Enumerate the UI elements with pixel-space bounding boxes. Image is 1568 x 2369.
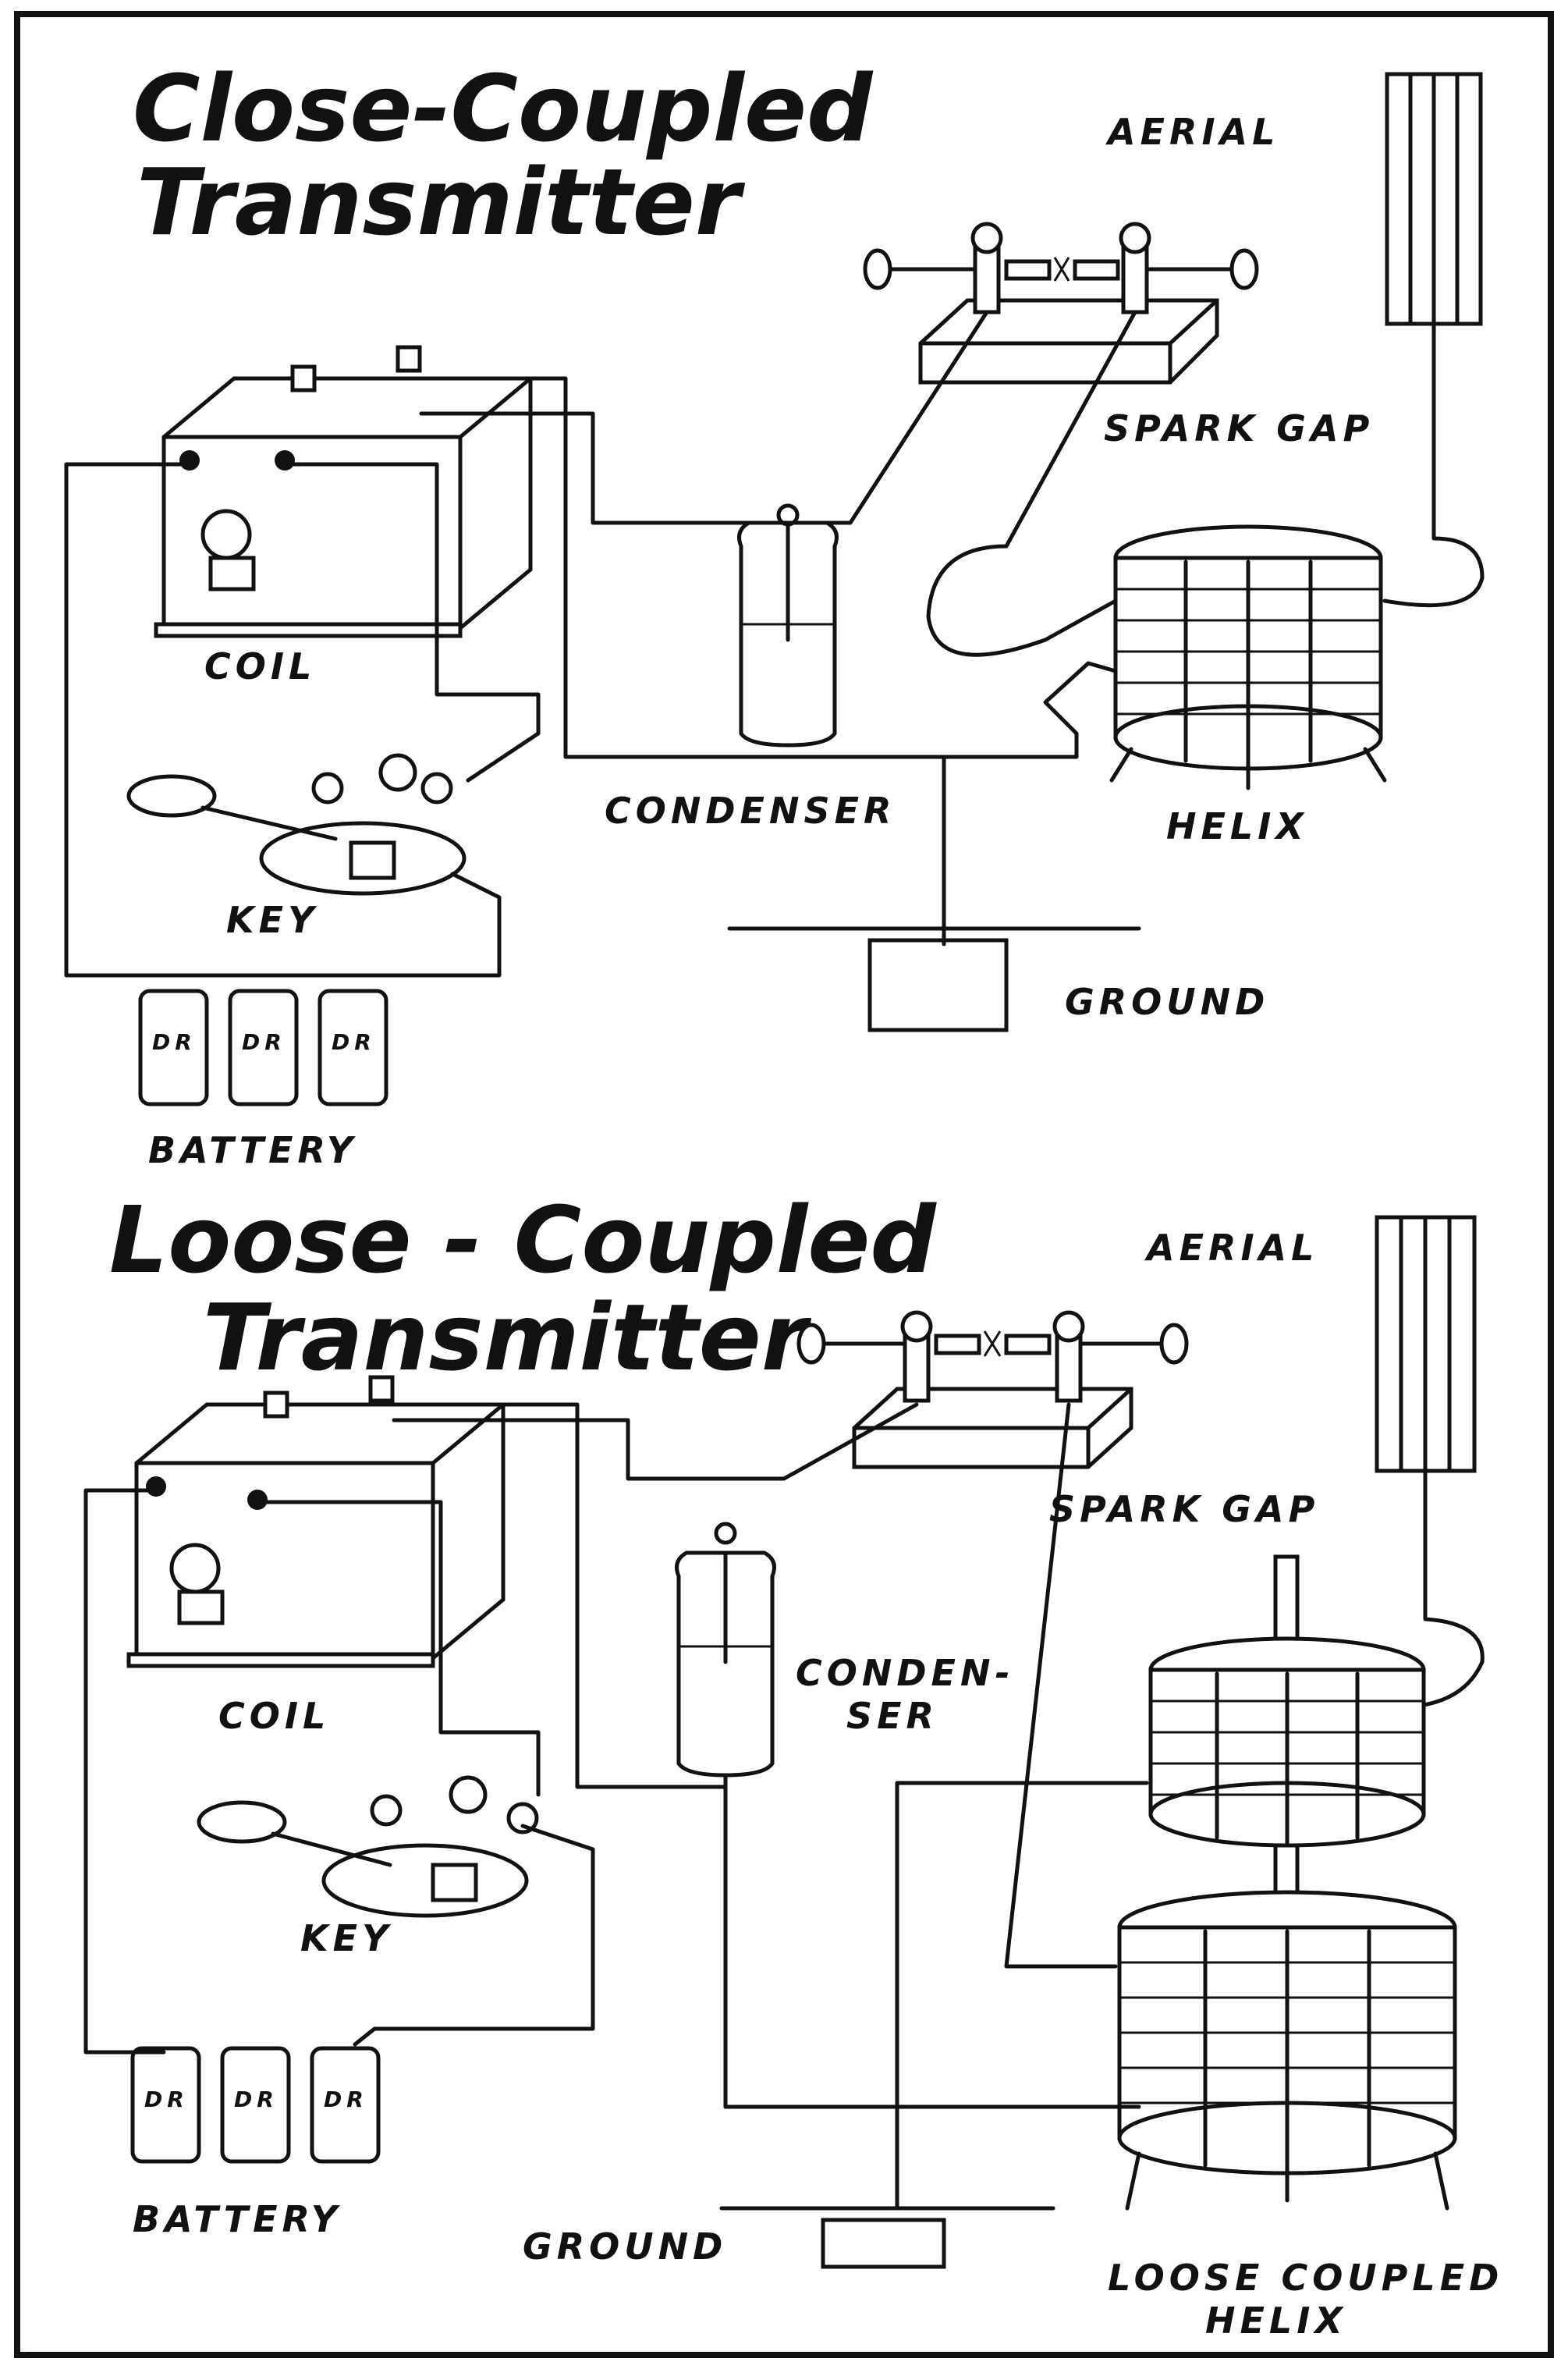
top-title-line1: Close-Coupled	[133, 55, 874, 162]
bottom-battery-label: BATTERY	[133, 2198, 342, 2240]
top-aerial	[1385, 72, 1483, 326]
bottom-aerial	[1375, 1215, 1477, 1473]
bottom-ground-label: GROUND	[523, 2225, 727, 2268]
top-telegraph-key	[126, 753, 466, 896]
bottom-cell-3-marking: DR	[324, 2087, 368, 2112]
bottom-condenser	[675, 1522, 776, 1778]
top-cell-2-marking: DR	[242, 1029, 286, 1055]
bottom-helix-label-line2: HELIX	[1205, 2300, 1347, 2342]
top-title-line2: Transmitter	[137, 148, 746, 256]
top-cell-3-marking: DR	[332, 1029, 376, 1055]
bottom-key-label: KEY	[300, 1917, 392, 1959]
bottom-loose-coupled-helix	[1117, 1554, 1457, 2211]
top-induction-coil	[154, 345, 533, 638]
top-condenser	[737, 503, 839, 748]
top-spark-gap	[863, 222, 1259, 385]
bottom-ground	[719, 2206, 1055, 2269]
top-helix	[1109, 524, 1387, 790]
bottom-spark-gap-label: SPARK GAP	[1049, 1488, 1319, 1530]
bottom-wiring	[83, 1402, 1485, 2211]
bottom-aerial-label: AERIAL	[1144, 1227, 1318, 1269]
top-cell-1-marking: DR	[152, 1029, 197, 1055]
bottom-spark-gap	[796, 1310, 1189, 1469]
top-condenser-label: CONDENSER	[605, 790, 896, 832]
loose-coupled-diagram: Loose - Coupled Transmitter AERIAL	[83, 1186, 1503, 2342]
bottom-condenser-label-line2: SER	[846, 1695, 938, 1737]
bottom-title-line2: Transmitter	[203, 1284, 812, 1391]
bottom-cell-2-marking: DR	[234, 2087, 278, 2112]
top-spark-gap-label: SPARK GAP	[1104, 407, 1374, 449]
page-border	[14, 11, 1554, 2358]
bottom-battery: DR DR DR	[130, 2046, 381, 2164]
top-battery: DR DR DR	[138, 989, 388, 1106]
bottom-induction-coil	[126, 1375, 506, 1668]
close-coupled-diagram: Close-Coupled Transmitter AERIAL	[64, 55, 1485, 1171]
bottom-cell-1-marking: DR	[144, 2087, 189, 2112]
bottom-title-line1: Loose - Coupled	[109, 1186, 937, 1294]
top-coil-label: COIL	[204, 645, 316, 687]
top-ground-label: GROUND	[1065, 981, 1269, 1023]
bottom-helix-label-line1: LOOSE COUPLED	[1108, 2257, 1503, 2299]
top-wiring	[64, 310, 1485, 978]
bottom-condenser-label-line1: CONDEN-	[796, 1652, 1015, 1694]
bottom-telegraph-key	[197, 1775, 539, 1918]
top-ground	[727, 926, 1141, 1032]
bottom-coil-label: COIL	[218, 1695, 330, 1737]
top-aerial-label: AERIAL	[1105, 111, 1279, 153]
top-battery-label: BATTERY	[148, 1129, 357, 1171]
top-key-label: KEY	[226, 899, 318, 941]
top-helix-label: HELIX	[1166, 805, 1308, 847]
